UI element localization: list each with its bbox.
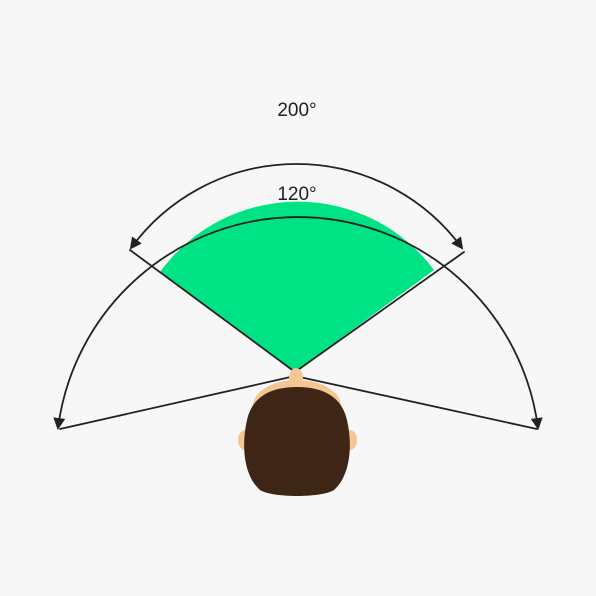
outer-angle-arc — [53, 216, 543, 430]
focus-sector-120 — [160, 201, 434, 372]
hair — [244, 387, 350, 496]
inner-angle-arc — [129, 163, 464, 250]
inner-angle-label: 120° — [277, 184, 316, 205]
person-head-icon — [238, 368, 357, 496]
outer-angle-label: 200° — [277, 100, 316, 121]
inner-right-ray — [294, 251, 465, 373]
inner-left-ray — [129, 249, 296, 373]
